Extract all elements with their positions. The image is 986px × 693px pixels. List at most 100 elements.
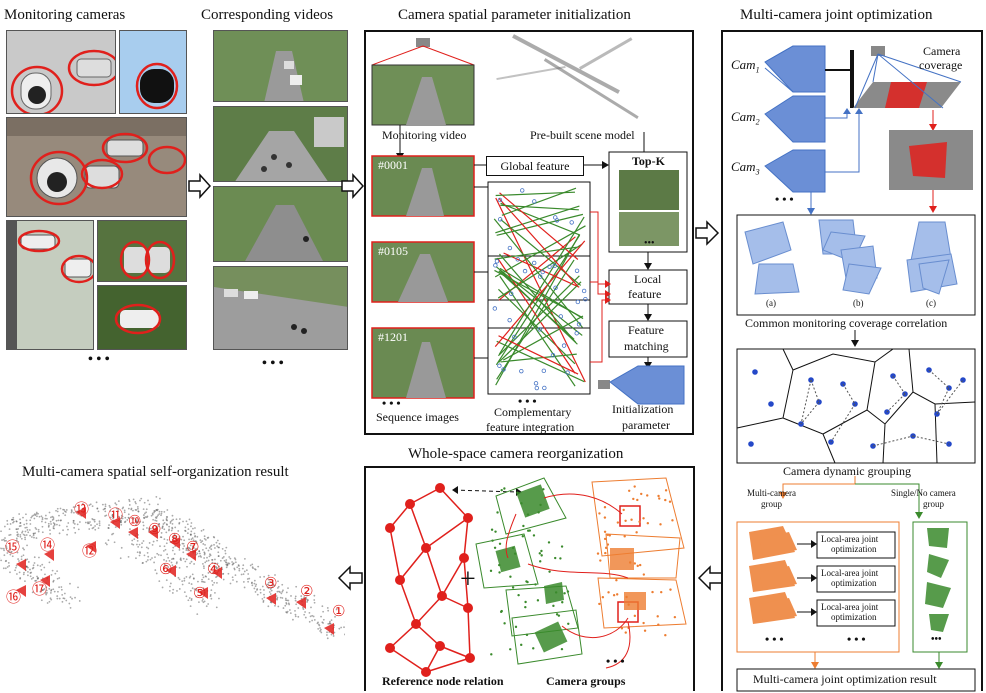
- green-point: [509, 576, 511, 578]
- cloud-point: [311, 615, 313, 617]
- cloud-point: [33, 518, 35, 520]
- cloud-point: [8, 562, 10, 564]
- cloud-point: [238, 564, 240, 566]
- cloud-point: [77, 523, 79, 525]
- cloud-point: [270, 593, 272, 595]
- label-joint-result: Multi-camera joint optimization result: [753, 672, 937, 687]
- cloud-point: [65, 600, 67, 602]
- cloud-point: [153, 510, 155, 512]
- frame-id-2: #0105: [378, 244, 408, 259]
- cloud-point: [163, 538, 165, 540]
- orange-point: [636, 499, 638, 501]
- panel-joint-opt-art: [723, 32, 985, 693]
- cloud-point: [124, 521, 126, 523]
- cloud-point: [257, 566, 259, 568]
- label-init-param-line1: Initialization: [612, 402, 673, 417]
- cloud-point: [96, 523, 98, 525]
- result-number-label: ⑪: [108, 504, 123, 525]
- cloud-point: [202, 563, 204, 565]
- cloud-point: [24, 580, 26, 582]
- green-point: [561, 648, 563, 650]
- cloud-point: [230, 583, 232, 585]
- cloud-point: [292, 619, 294, 621]
- cloud-point: [319, 627, 321, 629]
- cloud-point: [29, 572, 31, 574]
- cloud-point: [326, 631, 328, 633]
- camera-photo-2-art: [120, 31, 187, 114]
- cam-label-2-text: Cam: [731, 109, 756, 124]
- cloud-point: [124, 509, 126, 511]
- cloud-point: [50, 592, 52, 594]
- camera-photo-3-art: [7, 118, 187, 217]
- cloud-point: [49, 512, 51, 514]
- orange-point: [669, 588, 671, 590]
- green-point: [532, 647, 534, 649]
- cloud-point: [59, 524, 61, 526]
- cloud-point: [280, 593, 282, 595]
- cloud-point: [186, 566, 188, 568]
- cloud-point: [26, 523, 28, 525]
- cloud-point: [179, 567, 181, 569]
- cloud-point: [159, 545, 161, 547]
- cloud-point: [88, 528, 90, 530]
- cloud-point: [200, 556, 202, 558]
- cloud-point: [60, 586, 62, 588]
- cloud-point: [53, 525, 55, 527]
- green-point: [537, 511, 539, 513]
- cloud-point: [189, 519, 191, 521]
- cloud-point: [295, 603, 297, 605]
- cloud-point: [19, 577, 21, 579]
- reference-node: [421, 543, 431, 553]
- cloud-point: [261, 598, 263, 600]
- cloud-point: [52, 570, 54, 572]
- cloud-point: [286, 592, 288, 594]
- cloud-point: [210, 548, 212, 550]
- label-camera-coverage-line1: Camera: [923, 44, 960, 59]
- cloud-point: [28, 561, 30, 563]
- cloud-point: [52, 581, 54, 583]
- orange-point: [624, 520, 626, 522]
- cloud-point: [16, 565, 18, 567]
- camera-photo-6: [97, 285, 187, 350]
- cloud-point: [118, 500, 120, 502]
- cloud-point: [169, 590, 171, 592]
- reference-edge: [400, 548, 426, 580]
- reorg-ellipsis: • • •: [606, 654, 625, 669]
- cloud-point: [146, 546, 148, 548]
- cloud-point: [143, 514, 145, 516]
- cloud-point: [8, 565, 10, 567]
- cloud-point: [94, 525, 96, 527]
- green-point: [527, 530, 529, 532]
- cloud-point: [58, 519, 60, 521]
- cloud-point: [217, 547, 219, 549]
- cloud-point: [295, 614, 297, 616]
- cloud-point: [21, 558, 23, 560]
- cloud-point: [188, 582, 190, 584]
- cloud-point: [183, 539, 185, 541]
- cloud-point: [244, 587, 246, 589]
- green-point: [552, 605, 554, 607]
- cloud-point: [124, 511, 126, 513]
- cloud-point: [20, 522, 22, 524]
- cloud-point: [178, 577, 180, 579]
- cloud-point: [25, 531, 27, 533]
- cloud-point: [280, 597, 282, 599]
- cloud-point: [51, 589, 53, 591]
- orange-point: [660, 591, 662, 593]
- reference-edge: [390, 648, 426, 672]
- cloud-point: [322, 622, 324, 624]
- cloud-point: [66, 509, 68, 511]
- cloud-point: [99, 524, 101, 526]
- cam-label-1-text: Cam: [731, 57, 756, 72]
- cloud-point: [163, 511, 165, 513]
- cloud-point: [69, 583, 71, 585]
- cloud-point: [281, 597, 283, 599]
- green-point: [524, 606, 526, 608]
- cloud-point: [105, 505, 107, 507]
- label-single-group-line1: Single/No camera: [891, 488, 956, 498]
- cloud-point: [338, 628, 340, 630]
- cloud-point: [189, 577, 191, 579]
- orange-group-ellipsis-1: • • •: [765, 632, 784, 647]
- cloud-point: [44, 518, 46, 520]
- cloud-point: [201, 540, 203, 542]
